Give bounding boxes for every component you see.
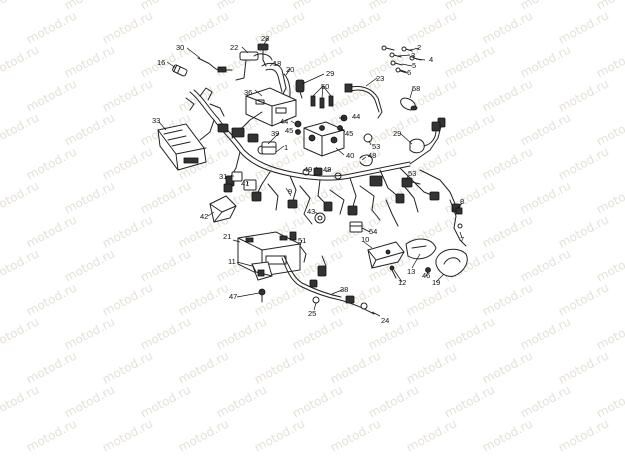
callout-42: 42 (200, 212, 208, 221)
callout-54: 54 (369, 227, 377, 236)
callout-21: 21 (223, 232, 231, 241)
callout-38: 38 (340, 285, 348, 294)
callout-24: 24 (381, 316, 389, 325)
callout-45-right: 45 (345, 129, 353, 138)
part-12-screw (389, 265, 397, 279)
callout-29-top: 29 (326, 69, 334, 78)
callout-41: 41 (241, 179, 249, 188)
callout-50: 50 (321, 82, 329, 91)
part-38-25-24-cable (281, 255, 375, 315)
callout-48-clip: 48 (368, 151, 376, 160)
parts-2-6-screws (381, 45, 422, 73)
callout-31: 31 (219, 172, 227, 181)
callout-39: 39 (271, 129, 279, 138)
part-29-bulb (409, 121, 441, 154)
callout-7: 7 (460, 235, 464, 244)
callout-29-bulb: 29 (393, 129, 401, 138)
part-18-clamp (261, 62, 287, 101)
callout-2: 2 (417, 43, 421, 52)
part-8-7-wires (449, 199, 463, 241)
callout-36: 36 (244, 88, 252, 97)
callout-30: 30 (176, 43, 184, 52)
callout-53-right: 53 (408, 169, 416, 178)
callout-58: 58 (412, 84, 420, 93)
callout-3: 3 (411, 51, 415, 60)
callout-47: 47 (229, 292, 237, 301)
part-36-box (245, 87, 297, 127)
callout-49: 49 (304, 165, 312, 174)
callout-48-lower: 48 (323, 165, 331, 174)
part-19-horn (435, 239, 468, 277)
part-33-ecu (157, 123, 207, 171)
callout-18: 18 (273, 59, 281, 68)
part-16-plug (172, 64, 188, 77)
part-29-connector-top (295, 79, 305, 99)
part-58-cap (400, 97, 418, 111)
callout-22: 22 (230, 43, 238, 52)
part-10-switch (367, 241, 405, 269)
callout-12: 12 (398, 278, 406, 287)
callout-10: 10 (361, 235, 369, 244)
part-47-screw (258, 288, 266, 303)
callout-9: 9 (288, 187, 292, 196)
callout-6: 6 (407, 68, 411, 77)
callout-19: 19 (432, 278, 440, 287)
callout-labels: 2 3 4 5 6 16 30 22 28 18 20 29 23 58 50 … (152, 34, 464, 325)
callout-43: 43 (307, 207, 315, 216)
callout-45-left: 45 (285, 126, 293, 135)
callout-11: 11 (228, 257, 236, 266)
part-53-ring (363, 133, 373, 143)
callout-40: 40 (346, 151, 354, 160)
callout-23: 23 (376, 74, 384, 83)
part-40-fuse-block (303, 121, 345, 157)
callout-44-left: 44 (280, 117, 288, 126)
part-49-connector (313, 167, 323, 176)
part-48-clip (359, 154, 373, 167)
part-28-bracket (253, 43, 273, 67)
part-51-cable (289, 231, 307, 263)
part-22-sensor (235, 51, 259, 81)
part-13-cover (405, 238, 437, 260)
callout-33: 33 (152, 116, 160, 125)
part-42-bracket (209, 195, 237, 223)
callout-1: 1 (284, 143, 288, 152)
callout-51: 51 (298, 236, 306, 245)
part-30-cable (197, 57, 233, 73)
callout-25: 25 (308, 309, 316, 318)
callout-8: 8 (460, 197, 464, 206)
callout-53-ring: 53 (372, 142, 380, 151)
callout-46: 46 (422, 271, 430, 280)
part-11-switch (251, 261, 273, 281)
callout-20: 20 (286, 65, 294, 74)
part-31-41-connectors (223, 171, 257, 193)
callout-16: 16 (157, 58, 165, 67)
leader-lines (158, 37, 463, 317)
callout-5: 5 (412, 61, 416, 70)
part-43-grommet (314, 212, 326, 224)
callout-44-right: 44 (352, 112, 360, 121)
part-23-cable (344, 83, 383, 119)
callout-28: 28 (261, 34, 269, 43)
part-39-relay (261, 141, 277, 155)
callout-13: 13 (407, 267, 415, 276)
callout-4: 4 (429, 55, 433, 64)
part-54-relay (349, 221, 363, 233)
